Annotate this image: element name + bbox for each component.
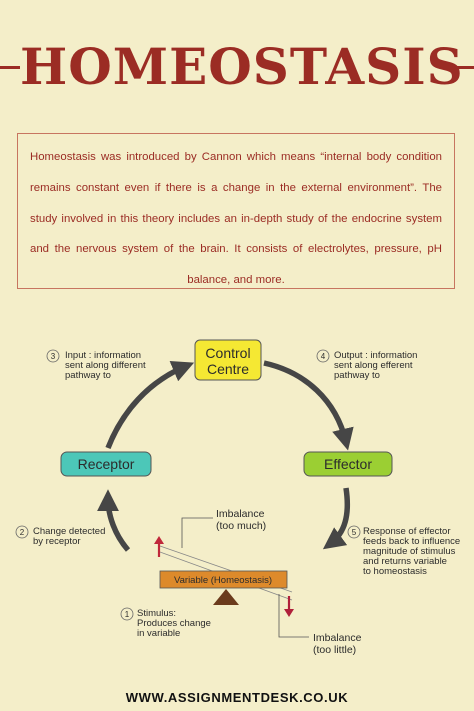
- step-3-number: 3: [51, 352, 56, 361]
- step-5-number: 5: [352, 528, 357, 537]
- effector-label: Effector: [324, 456, 372, 472]
- intro-box: Homeostasis was introduced by Cannon whi…: [17, 133, 455, 289]
- title-banner: HOMEOSTASIS: [0, 30, 474, 100]
- receptor-box: [60, 451, 152, 477]
- step-4-line1: Output : information: [334, 350, 417, 361]
- title-rule-left: [0, 66, 20, 69]
- step-1-line3: in variable: [137, 628, 180, 639]
- receptor-label: Receptor: [78, 456, 135, 472]
- imbalance-little-line1: Imbalance: [313, 632, 362, 644]
- control-centre-label-line1: Control: [205, 345, 250, 361]
- title-rule-right: [448, 66, 474, 69]
- step-5-line5: to homeostasis: [363, 566, 427, 577]
- step-3-badge: [46, 349, 60, 363]
- step-2-badge: [15, 525, 29, 539]
- step-5-line3: magnitude of stimulus: [363, 546, 456, 557]
- variable-label: Variable (Homeostasis): [174, 575, 272, 586]
- step-3-line3: pathway to: [65, 370, 111, 381]
- step-4-line3: pathway to: [334, 370, 380, 381]
- effector-box: [303, 451, 393, 477]
- step-1-line2: Produces change: [137, 618, 211, 629]
- arrow-effector-to-variable: [322, 487, 351, 550]
- step-1-number: 1: [125, 610, 130, 619]
- intro-text: Homeostasis was introduced by Cannon whi…: [30, 151, 442, 287]
- step-4-badge: [316, 349, 330, 363]
- step-1-line1: Stimulus:: [137, 608, 176, 619]
- imbalance-much-line1: Imbalance: [216, 508, 265, 520]
- step-3-line2: sent along different: [65, 360, 146, 371]
- variable-bar: [159, 570, 288, 589]
- imbalance-much-leader: [181, 517, 213, 548]
- arrow-receptor-to-control: [105, 360, 195, 449]
- step-5-line4: and returns variable: [363, 556, 447, 567]
- control-centre-label-line2: Centre: [207, 361, 249, 377]
- step-2-line2: by receptor: [33, 536, 81, 547]
- increase-arrow-head: [154, 536, 164, 544]
- imbalance-little-leader: [278, 594, 309, 638]
- imbalance-little-line2: (too little): [313, 644, 356, 656]
- step-5-badge: [347, 525, 361, 539]
- step-5-line2: feeds back to influence: [363, 536, 460, 547]
- fulcrum-triangle: [213, 589, 239, 605]
- imbalance-much-line2: (too much): [216, 520, 266, 532]
- step-1-badge: [120, 607, 134, 621]
- homeostasis-diagram: Control Centre Receptor Effector 3 Input…: [15, 339, 460, 656]
- step-2-line1: Change detected: [33, 526, 105, 537]
- decrease-arrow-head: [284, 609, 294, 617]
- website-url: WWW.ASSIGNMENTDESK.CO.UK: [125, 690, 349, 705]
- step-2-number: 2: [20, 528, 25, 537]
- step-3-line1: Input : information: [65, 350, 141, 361]
- control-centre-box: [194, 339, 262, 381]
- step-4-number: 4: [321, 352, 326, 361]
- step-4-line2: sent along efferent: [334, 360, 413, 371]
- arrow-control-to-effector: [263, 360, 354, 451]
- step-5-line1: Response of effector: [363, 526, 451, 537]
- arrow-variable-to-receptor: [97, 489, 131, 552]
- page-title: HOMEOSTASIS: [20, 37, 464, 96]
